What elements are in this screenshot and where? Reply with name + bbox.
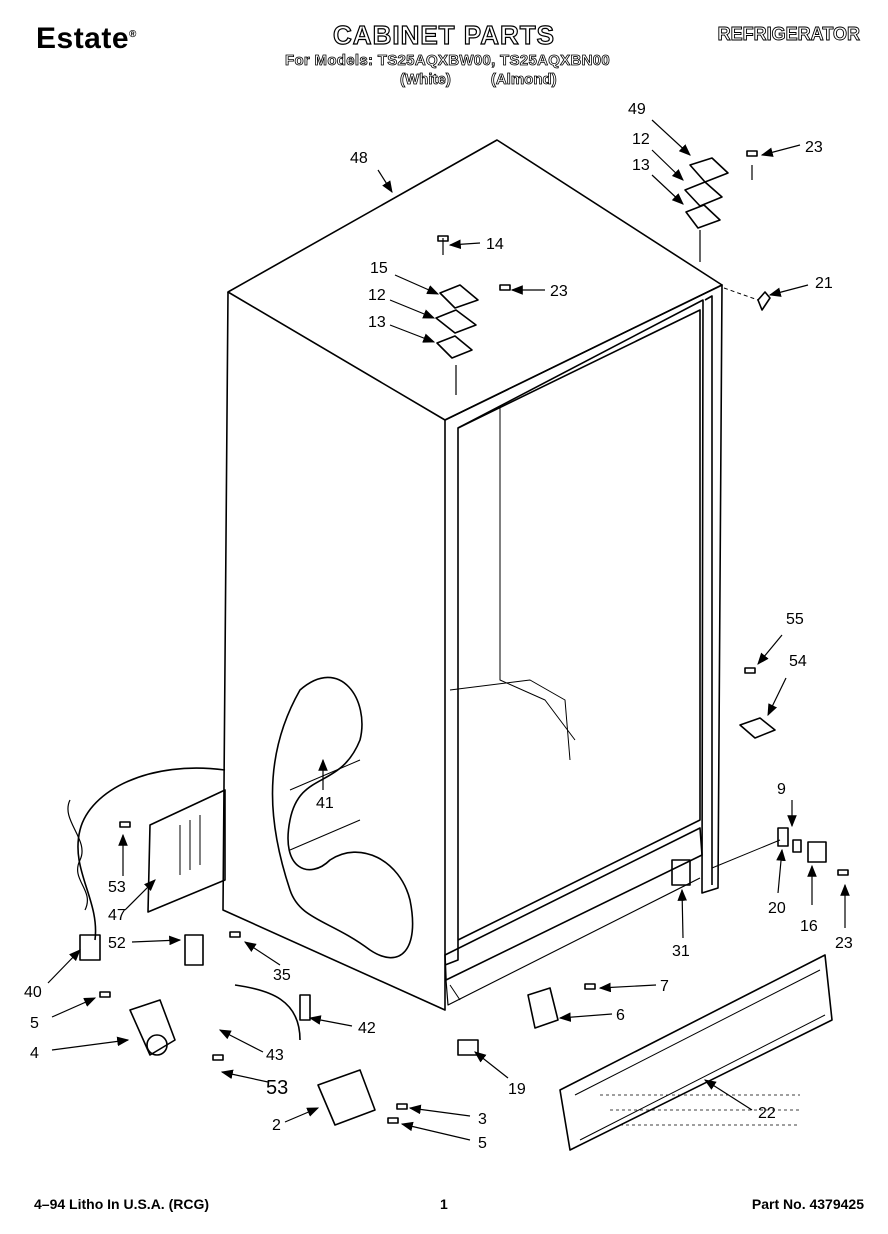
callout-40: 40: [24, 984, 42, 1001]
electrical-box: [147, 789, 226, 913]
callout-54: 54: [789, 653, 807, 670]
toe-grille: [559, 954, 833, 1151]
callout-6: 6: [616, 1007, 625, 1024]
callout-55: 55: [786, 611, 804, 628]
toe-grille-clip: [671, 859, 691, 886]
callout-2: 2: [272, 1117, 281, 1134]
callout-12: 12: [632, 131, 650, 148]
callout-12: 12: [368, 287, 386, 304]
callout-35: 35: [273, 967, 291, 984]
callout-21: 21: [815, 275, 833, 292]
bottom-hinge-bracket: [739, 717, 776, 739]
callout-labels: 48 49 12 13 23 14 15 12 13 23 21 55 54 4…: [24, 101, 853, 1152]
callout-31: 31: [672, 943, 690, 960]
print-info: 4–94 Litho In U.S.A. (RCG): [34, 1196, 210, 1212]
page-title: CABINET PARTS: [332, 19, 555, 50]
callout-53: 53: [266, 1077, 288, 1099]
callout-19: 19: [508, 1081, 526, 1098]
top-hinge-right: [684, 157, 729, 229]
callout-9: 9: [777, 781, 786, 798]
callout-23: 23: [835, 935, 853, 952]
callout-14: 14: [486, 236, 504, 253]
callout-5: 5: [30, 1015, 39, 1032]
appliance-type: REFRIGERATOR: [717, 24, 860, 45]
cutaway-view: [271, 676, 414, 959]
callout-42: 42: [358, 1020, 376, 1037]
callout-15: 15: [370, 260, 388, 277]
leveling-bracket: [317, 1069, 376, 1126]
grille-bracket: [777, 827, 827, 863]
color-almond: (Almond): [490, 71, 557, 89]
callout-41: 41: [316, 795, 334, 812]
callout-53: 53: [108, 879, 126, 896]
callout-20: 20: [768, 900, 786, 917]
callout-23: 23: [550, 283, 568, 300]
callout-3: 3: [478, 1111, 487, 1128]
callout-16: 16: [800, 918, 818, 935]
callout-43: 43: [266, 1047, 284, 1064]
page-number: 1: [440, 1196, 448, 1212]
cabinet-top: [227, 139, 723, 421]
callout-4: 4: [30, 1045, 39, 1062]
cabinet-front-frame: [444, 284, 723, 966]
hinge-pin: [757, 291, 771, 311]
color-white: (White): [400, 71, 452, 89]
model-numbers: For Models: TS25AQXBW00, TS25AQXBN00: [285, 52, 611, 70]
front-roller-bracket: [527, 987, 559, 1029]
callout-52: 52: [108, 935, 126, 952]
cord-clip: [184, 934, 204, 966]
part-number: Part No. 4379425: [751, 1196, 864, 1212]
callout-5: 5: [478, 1135, 487, 1152]
cabinet-bottom-rail: [444, 827, 703, 981]
callout-48: 48: [350, 150, 368, 167]
power-cord: [77, 767, 226, 941]
callout-13: 13: [368, 314, 386, 331]
brand-logo: Estate®: [36, 22, 137, 56]
cabinet-opening: [457, 309, 701, 941]
screws: [99, 150, 849, 1124]
callout-23: 23: [805, 139, 823, 156]
callout-49: 49: [628, 101, 646, 118]
brand-name: Estate: [36, 22, 130, 55]
callout-47: 47: [108, 907, 126, 924]
water-tube: [234, 984, 311, 1041]
callout-7: 7: [660, 978, 669, 995]
brand-registered-mark: ®: [129, 29, 137, 40]
model-colors: (White) (Almond): [400, 71, 557, 89]
callout-22: 22: [758, 1105, 776, 1122]
top-hinge-left: [435, 284, 479, 359]
cabinet-side-panel: [222, 291, 446, 1011]
callout-13: 13: [632, 157, 650, 174]
rear-roller: [129, 999, 176, 1056]
